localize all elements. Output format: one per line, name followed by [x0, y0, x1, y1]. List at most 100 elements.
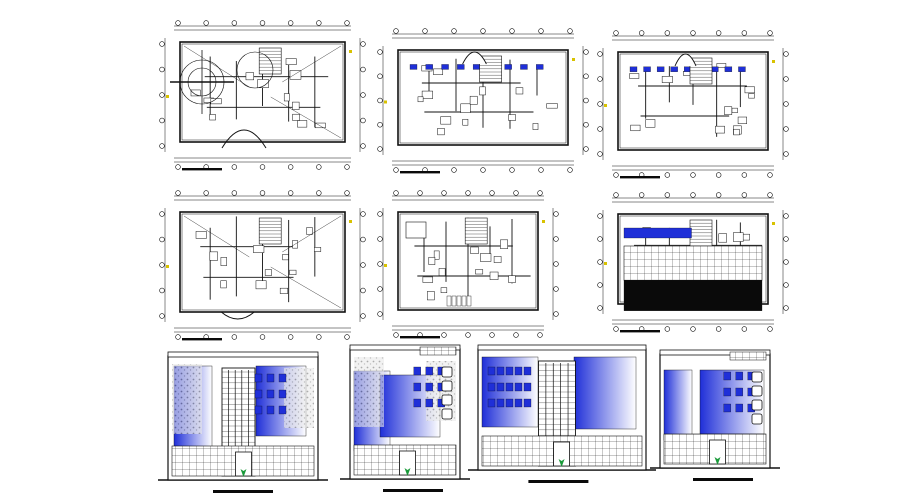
- furniture: [475, 269, 484, 275]
- blue-fixture: [711, 66, 719, 72]
- blue-fixture: [656, 66, 665, 72]
- parking-bay: [466, 295, 472, 307]
- grid-bubble: [664, 172, 671, 178]
- furniture: [438, 268, 446, 276]
- grid-bubble: [741, 326, 748, 332]
- grid-bubble: [344, 164, 350, 170]
- grid-bubble: [360, 313, 366, 319]
- window: [413, 382, 421, 392]
- window: [496, 366, 505, 376]
- grid-bubble: [783, 151, 789, 157]
- blue-fixture: [724, 66, 733, 72]
- furniture: [546, 103, 558, 109]
- grid-bubble: [513, 190, 519, 196]
- window: [266, 389, 275, 399]
- window: [523, 398, 532, 408]
- grid-bubble: [175, 334, 181, 340]
- furniture: [306, 227, 313, 235]
- grid-bubble: [175, 190, 181, 196]
- grid-bubble: [583, 97, 589, 104]
- furniture: [190, 89, 201, 97]
- elevation-2: [340, 344, 470, 492]
- grid-bubble: [344, 20, 350, 26]
- furniture: [289, 269, 297, 275]
- furniture: [417, 96, 424, 103]
- grid-bubble: [613, 326, 619, 332]
- furniture: [661, 76, 673, 83]
- grid-bubble: [783, 282, 789, 288]
- grid-bubble: [451, 28, 457, 34]
- grid-bubble: [377, 97, 383, 104]
- window: [266, 373, 275, 383]
- grid-bubble: [597, 151, 603, 157]
- parking-bay: [446, 295, 452, 307]
- drawing-title-bar: [620, 330, 660, 333]
- grid-bubble: [360, 92, 366, 98]
- blue-fixture: [457, 64, 465, 70]
- grid-bubble: [377, 122, 383, 128]
- drawing-title-bar: [383, 489, 443, 492]
- grid-bubble: [638, 192, 645, 198]
- furniture: [285, 58, 297, 65]
- stair-core: [464, 217, 488, 245]
- grid-bubble: [538, 28, 544, 34]
- furniture: [440, 116, 452, 125]
- furniture: [469, 95, 478, 105]
- floor-plan-1: [159, 20, 366, 171]
- stone-cladding: [284, 368, 314, 428]
- furniture: [715, 125, 725, 134]
- terrace-dark-area: [623, 280, 763, 311]
- furniture: [645, 119, 656, 128]
- grid-bubble: [583, 122, 589, 128]
- drawing-title-bar: [182, 338, 222, 341]
- blue-fixture: [738, 66, 746, 72]
- furniture: [733, 128, 740, 136]
- window: [735, 387, 743, 397]
- grid-bubble: [360, 287, 366, 294]
- parking-bay: [451, 295, 457, 307]
- furniture: [731, 107, 738, 113]
- grid-bubble: [377, 311, 383, 317]
- grid-bubble: [783, 305, 789, 311]
- grid-bubble: [783, 259, 789, 265]
- window: [487, 382, 496, 392]
- grid-bubble: [451, 167, 457, 173]
- floor-plans: [159, 20, 789, 341]
- blue-fixture: [643, 66, 651, 72]
- floor-plan-6: [597, 192, 789, 333]
- blue-fixture: [520, 64, 528, 70]
- drawing-title-bar: [528, 480, 589, 483]
- grid-bubble: [767, 30, 773, 36]
- furniture: [297, 120, 308, 128]
- grid-bubble: [360, 117, 366, 124]
- grid-bubble: [597, 282, 603, 288]
- furniture: [724, 106, 733, 115]
- furniture: [428, 256, 436, 265]
- blue-fixture: [425, 64, 433, 70]
- grid-bubble: [538, 167, 544, 173]
- grid-bubble: [441, 332, 447, 338]
- furniture: [489, 271, 499, 280]
- grid-bubble: [741, 30, 748, 36]
- balcony: [441, 366, 453, 378]
- marker: [384, 100, 387, 104]
- drawing-title-bar: [213, 490, 273, 493]
- grid-bubble: [553, 311, 559, 317]
- plant-icon: [404, 468, 411, 476]
- furniture: [716, 63, 727, 68]
- drawing-title-bar: [182, 168, 222, 171]
- grid-bubble: [597, 236, 603, 242]
- furniture: [210, 98, 222, 105]
- circular-ramp: [236, 51, 274, 89]
- grid-bubble: [231, 164, 238, 170]
- floor-plan-2: [377, 28, 589, 174]
- furniture: [289, 70, 302, 80]
- grid-bubble: [344, 190, 350, 196]
- plant-icon: [714, 457, 721, 465]
- window: [723, 371, 731, 381]
- blue-fixture: [504, 64, 512, 70]
- curved-entrance: [220, 311, 255, 320]
- grid-bubble: [316, 20, 322, 26]
- grid-bubble: [553, 211, 559, 217]
- grid-bubble: [783, 126, 789, 132]
